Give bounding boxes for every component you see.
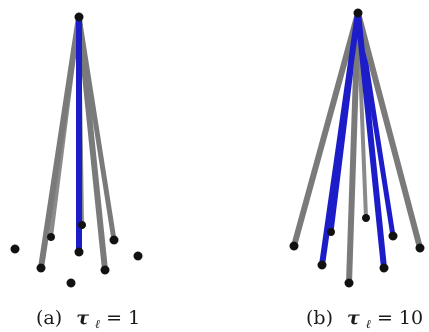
node — [36, 263, 46, 273]
node — [10, 244, 20, 254]
panel-b-caption: (b) τ ℓ = 10 — [306, 307, 423, 332]
node — [47, 233, 55, 241]
rod-gray — [291, 10, 361, 249]
panel-b-caption-equals: = — [377, 307, 399, 329]
node — [362, 214, 370, 222]
node — [317, 260, 327, 270]
rod-gray — [346, 10, 361, 286]
node — [289, 241, 299, 251]
node — [388, 231, 398, 241]
panel-a-caption-label: (a) — [36, 307, 62, 329]
node — [74, 247, 84, 257]
rod-blue — [319, 10, 361, 268]
panel-a-caption-subscript: ℓ — [95, 317, 100, 331]
panel-a-nodes — [10, 12, 143, 288]
node — [100, 265, 110, 275]
panel-a-caption-equals: = — [106, 307, 128, 329]
node — [78, 221, 86, 229]
node — [133, 251, 143, 261]
node — [327, 228, 335, 236]
panel-a: (a) τ ℓ = 1 — [10, 12, 143, 332]
rod-gray — [76, 14, 108, 273]
panel-a-caption: (a) τ ℓ = 1 — [36, 307, 140, 332]
panel-a-caption-value: 1 — [128, 307, 140, 329]
panel-b: (b) τ ℓ = 10 — [289, 8, 425, 332]
panel-b-caption-symbol: τ — [347, 307, 360, 329]
rod-blue — [355, 10, 387, 271]
node — [109, 235, 119, 245]
node — [379, 263, 389, 273]
node-apex — [74, 12, 84, 22]
rod-gray — [38, 14, 82, 271]
node-apex — [353, 8, 363, 18]
panel-b-caption-subscript: ℓ — [366, 317, 371, 331]
node — [344, 278, 354, 288]
node — [66, 278, 76, 288]
panel-b-nodes — [289, 8, 425, 288]
panel-a-caption-symbol: τ — [76, 307, 89, 329]
panel-b-rods — [291, 10, 423, 286]
panel-b-caption-value: 10 — [399, 307, 423, 329]
node — [415, 243, 425, 253]
panel-b-caption-label: (b) — [306, 307, 333, 329]
panel-a-rods — [38, 14, 117, 273]
rod-gray — [355, 10, 423, 251]
